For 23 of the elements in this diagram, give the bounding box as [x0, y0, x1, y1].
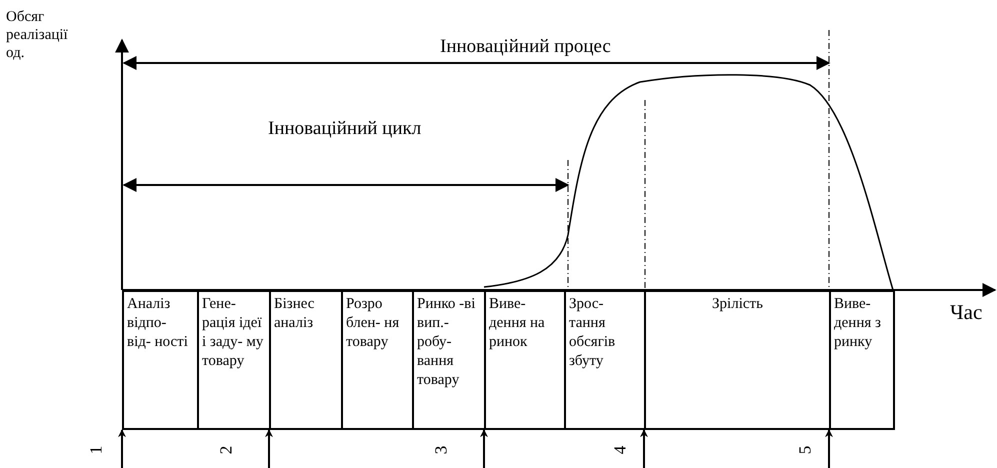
- stage-box: Бізнес аналіз: [269, 290, 343, 430]
- callout-number: 3: [431, 446, 452, 454]
- callout-number: 1: [86, 446, 106, 454]
- arrow: [640, 429, 648, 468]
- callout-number: 2: [216, 446, 236, 454]
- stage-box: Аналіз відпо- від- ності: [122, 290, 199, 430]
- stage-box: Виве- дення на ринок: [484, 290, 566, 430]
- arrow: [825, 429, 833, 468]
- arrow: [480, 429, 488, 468]
- axis-label: Обсяг реалізації од.: [6, 8, 69, 62]
- stage-box: Розро блен- ня товару: [341, 290, 414, 430]
- arrow: [118, 429, 126, 468]
- callout-number: 4: [610, 446, 630, 454]
- callout-number: 5: [795, 446, 816, 454]
- stage-box: Зрілість: [644, 290, 831, 430]
- arrow: [265, 429, 273, 468]
- stage-box: Ринко -ві вип.- робу- вання товару: [412, 290, 486, 430]
- axis-label: Час: [950, 300, 982, 325]
- span-label: Інноваційний цикл: [268, 118, 422, 140]
- stage-box: Виве- дення з ринку: [829, 290, 895, 430]
- span-label: Інноваційний процес: [440, 36, 611, 58]
- stage-box: Зрос- тання обсягів збуту: [564, 290, 646, 430]
- stage-box: Гене- рація ідеї і заду- му товару: [197, 290, 271, 430]
